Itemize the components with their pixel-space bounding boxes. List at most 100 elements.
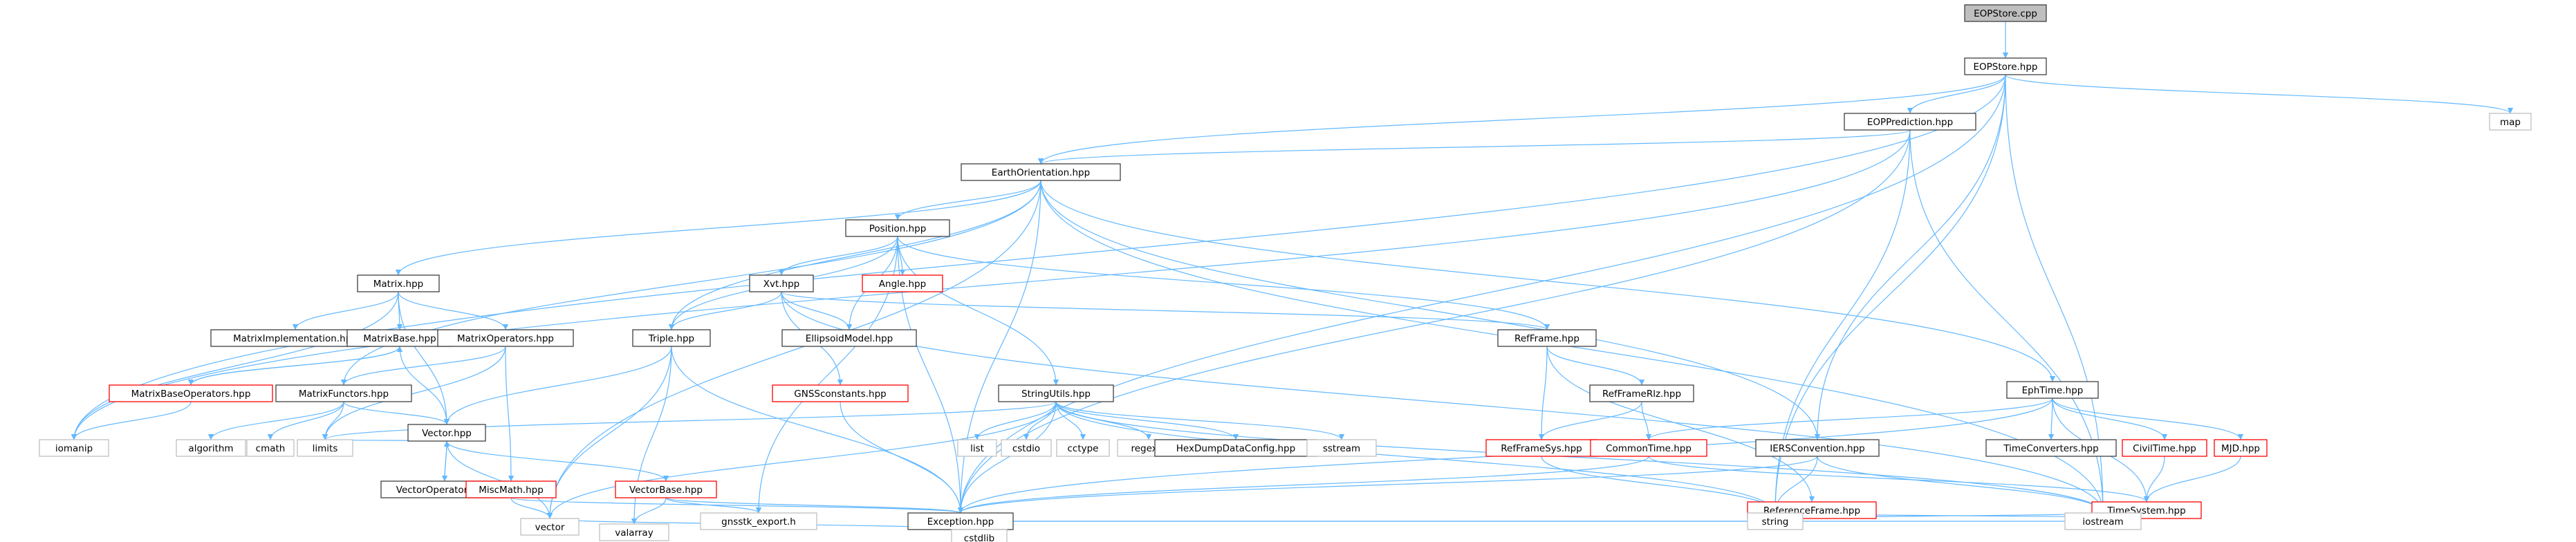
node-matrixoperators-hpp[interactable]: MatrixOperators.hpp [437,329,574,347]
edge-matrixbaseops_hpp-to-iomanip [71,401,192,440]
edge-matrixfunctors_hpp-to-algorithm [207,401,344,440]
node-xvt-hpp[interactable]: Xvt.hpp [749,274,814,292]
node-exception-hpp[interactable]: Exception.hpp [907,512,1014,530]
node-label: cmath [256,443,286,454]
edge-matrix_hpp-to-matriximpl_hpp [292,291,399,330]
node-sstream: sstream [1306,439,1377,457]
node-box [951,529,1008,542]
node-eopprediction-hpp[interactable]: EOPPrediction.hpp [1844,113,1976,131]
node-label: Position.hpp [869,223,927,234]
edge-matrixfunctors_hpp-to-vector_hpp [343,401,450,425]
edge-stringutils_hpp-to-cctype [1055,401,1086,440]
node-box [845,219,950,237]
edge-eopprediction_hpp-to-earthorientation_hpp [1038,129,1911,165]
node-hexdump-hpp[interactable]: HexDumpDataConfig.hpp [1154,439,1317,457]
node-timeconverters-hpp[interactable]: TimeConverters.hpp [1985,439,2117,457]
edge-refframe_hpp-to-refframerlz_hpp [1546,346,1645,386]
edge-stringutils_hpp-to-cstdio [1023,401,1057,440]
node-label: string [1762,516,1789,527]
node-box [1001,439,1052,457]
node-matrixfunctors-hpp[interactable]: MatrixFunctors.hpp [275,384,412,402]
node-earthorientation-hpp[interactable]: EarthOrientation.hpp [961,163,1121,181]
node-label: Matrix.hpp [373,279,424,290]
node-box [961,163,1121,181]
node-matrixbaseops-hpp[interactable]: MatrixBaseOperators.hpp [109,384,273,402]
edge-stringutils_hpp-to-exception_hpp [957,401,1057,514]
node-triple-hpp[interactable]: Triple.hpp [632,329,711,347]
edge-ephtime_hpp-to-mjd_hpp [2052,398,2244,440]
node-box [2122,439,2207,457]
edge-commontime_hpp-to-timesystem_hpp [1648,456,2150,503]
node-box [998,384,1114,402]
node-label: HexDumpDataConfig.hpp [1176,443,1295,454]
edge-eopprediction_hpp-to-exception_hpp [957,129,1911,514]
node-box [1590,439,1707,457]
edge-stringutils_hpp-to-vector [546,401,1057,519]
edge-miscmath_hpp-to-exception_hpp [510,497,963,514]
node-label: MatrixOperators.hpp [457,333,554,344]
node-box [1964,57,2047,75]
edge-triple_hpp-to-vector_hpp [443,346,672,425]
node-vector-hpp[interactable]: Vector.hpp [407,424,486,442]
node-label: vector [535,522,565,533]
node-box [176,439,246,457]
node-civiltime-hpp[interactable]: CivilTime.hpp [2122,439,2207,457]
edge-matrix_hpp-to-vector_hpp [398,291,450,425]
edge-miscmath_hpp-to-vector [510,497,553,519]
node-refframerlz-hpp[interactable]: RefFrameRlz.hpp [1589,384,1694,402]
node-label: Exception.hpp [927,516,994,527]
node-label: list [970,443,984,454]
node-stringutils-hpp[interactable]: StringUtils.hpp [998,384,1114,402]
node-commontime-hpp[interactable]: CommonTime.hpp [1590,439,1707,457]
edge-matrixoperators_hpp-to-limits [322,346,506,440]
edge-refframesys_hpp-to-string [1541,456,1779,514]
node-label: IERSConvention.hpp [1770,443,1864,454]
node-matrixbase-hpp[interactable]: MatrixBase.hpp [346,329,453,347]
node-mjd-hpp[interactable]: MJD.hpp [2214,439,2268,457]
node-label: StringUtils.hpp [1021,389,1091,400]
node-eopstore-hpp[interactable]: EOPStore.hpp [1964,57,2047,75]
node-ellipsoidmodel-hpp[interactable]: EllipsoidModel.hpp [781,329,917,347]
node-refframe-hpp[interactable]: RefFrame.hpp [1497,329,1597,347]
edge-vectorbase_hpp-to-exception_hpp [665,497,963,514]
node-label: cctype [1067,443,1098,454]
node-label: RefFrameSys.hpp [1501,443,1582,454]
node-label: Xvt.hpp [763,279,800,290]
node-refframesys-hpp[interactable]: RefFrameSys.hpp [1485,439,1597,457]
node-vectorbase-hpp[interactable]: VectorBase.hpp [615,480,717,498]
edge-eopstore_hpp-to-iomanip [71,74,2006,440]
node-label: RefFrame.hpp [1514,333,1579,344]
node-box [275,384,412,402]
node-miscmath-hpp[interactable]: MiscMath.hpp [465,480,557,498]
node-box [1154,439,1317,457]
edge-refframerlz_hpp-to-refframesys_hpp [1538,401,1642,440]
node-label: TimeConverters.hpp [2003,443,2098,454]
node-iersconvention-hpp[interactable]: IERSConvention.hpp [1755,439,1880,457]
node-label: map [2500,117,2521,128]
edge-eopstore_hpp-to-iersconvention_hpp [1814,74,2006,440]
edge-vector_hpp-to-vectorbase_hpp [446,440,669,482]
edge-matrix_hpp-to-iomanip [71,291,399,440]
node-label: limits [313,443,338,454]
node-gnssconstants-hpp[interactable]: GNSSconstants.hpp [772,384,909,402]
node-angle-hpp[interactable]: Angle.hpp [862,274,943,292]
node-label: EOPStore.hpp [1974,62,2038,73]
node-list: list [957,439,997,457]
node-ephtime-hpp[interactable]: EphTime.hpp [2006,381,2099,399]
node-label: sstream [1323,443,1360,454]
node-eopstore-cpp[interactable]: EOPStore.cpp [1964,4,2047,22]
edge-matrix_hpp-to-matrixoperators_hpp [398,291,509,330]
node-label: cstdio [1012,443,1040,454]
edge-eopstore_hpp-to-string [1772,74,2006,514]
node-valarray: valarray [599,523,669,541]
edge-eopstore_hpp-to-earthorientation_hpp [1037,74,2006,165]
edge-earthorientation_hpp-to-matrix_hpp [395,180,1041,276]
edge-earthorientation_hpp-to-exception_hpp [957,180,1041,514]
node-box [1306,439,1377,457]
node-matrix-hpp[interactable]: Matrix.hpp [357,274,440,292]
node-label: Angle.hpp [879,279,926,290]
node-box [907,512,1014,530]
node-label: RefFrameRlz.hpp [1602,389,1681,400]
node-position-hpp[interactable]: Position.hpp [845,219,950,237]
node-box [749,274,814,292]
